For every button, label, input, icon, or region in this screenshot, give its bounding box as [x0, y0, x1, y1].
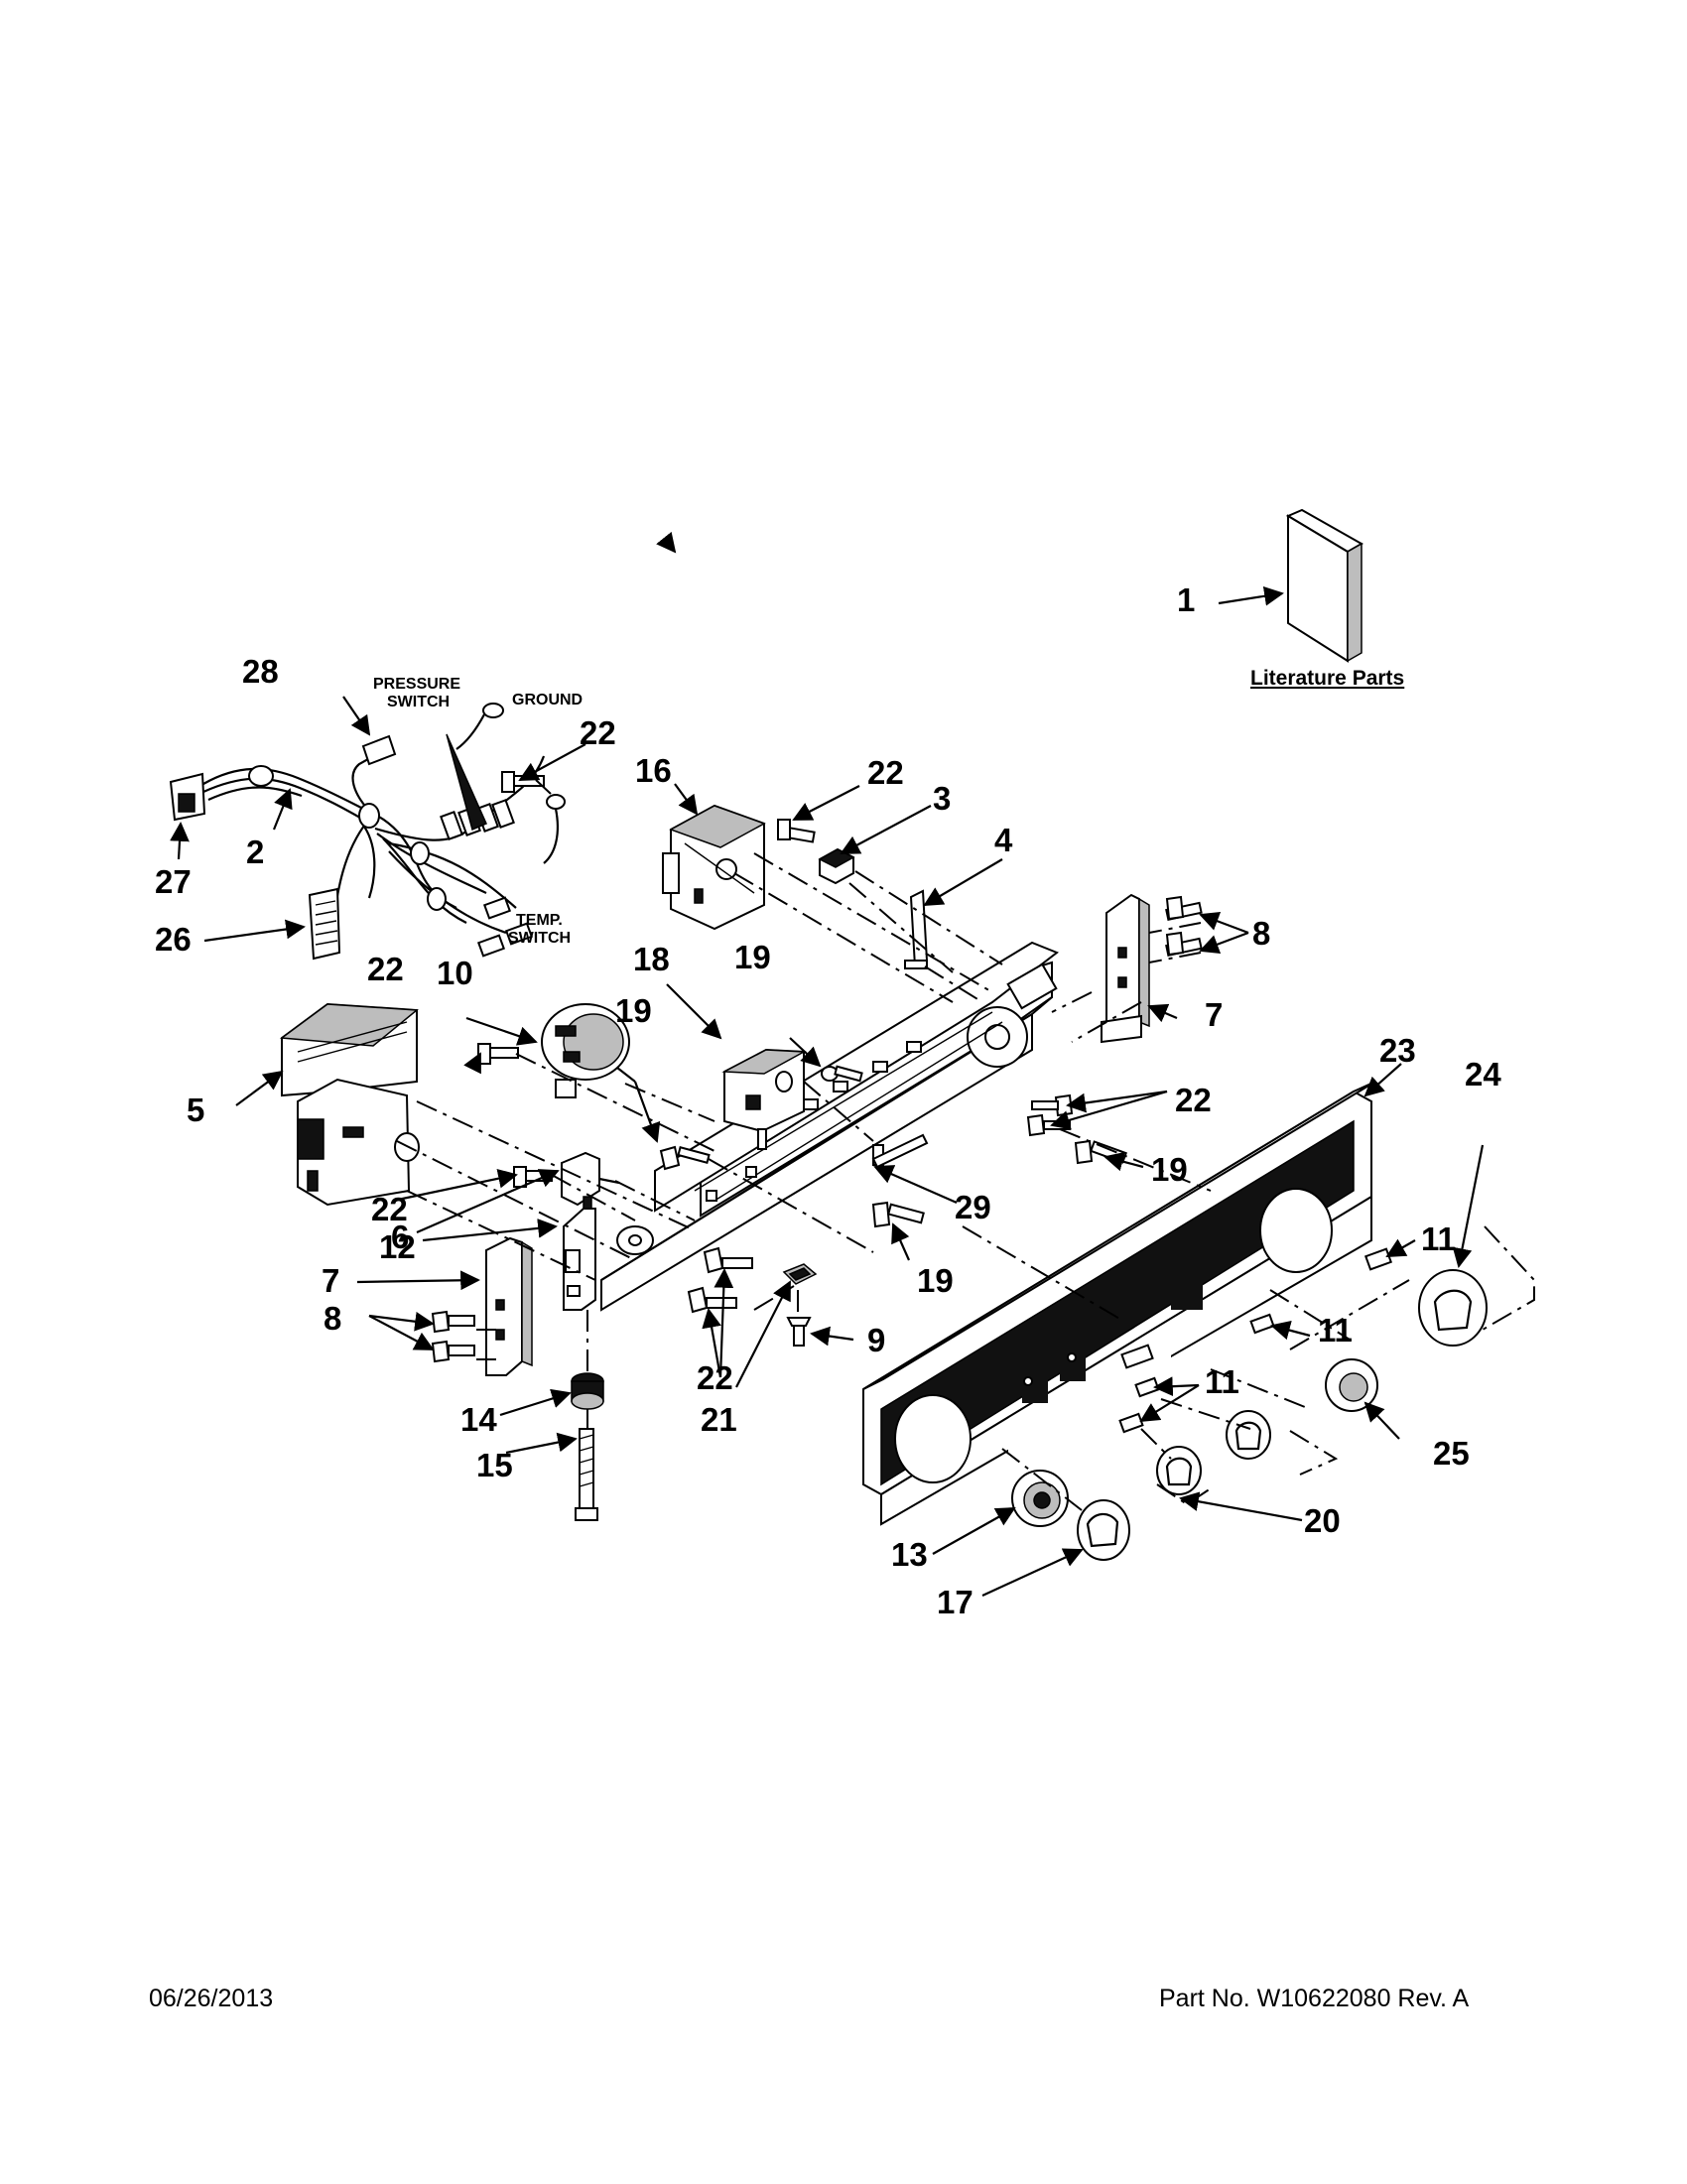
temperature-switch — [541, 1003, 636, 1098]
callout-28: 28 — [242, 653, 279, 690]
clip-3 — [818, 847, 855, 885]
callout-18: 18 — [633, 941, 670, 977]
callout-11: 11 — [1318, 1312, 1353, 1349]
callout-20: 20 — [1304, 1502, 1341, 1539]
timer — [662, 804, 766, 931]
right-bracket — [1101, 893, 1203, 1044]
callout-16: 16 — [635, 752, 672, 789]
screw-icon — [871, 1201, 925, 1228]
bracket-4 — [904, 889, 929, 969]
callout-14: 14 — [460, 1401, 497, 1438]
callout-22: 22 — [371, 1191, 408, 1227]
callout-21: 21 — [701, 1401, 737, 1438]
callout-1: 1 — [1177, 581, 1195, 618]
knob-25 — [1325, 1358, 1378, 1412]
spring-icon — [1249, 1313, 1275, 1335]
screw-icon — [703, 1246, 753, 1274]
screw-icon — [786, 1317, 812, 1347]
screw-icon — [777, 819, 816, 843]
switch-18 — [721, 1048, 807, 1150]
callout-17: 17 — [937, 1584, 973, 1620]
callout-10: 10 — [437, 955, 473, 991]
callout-11: 11 — [1205, 1363, 1239, 1400]
screw-icon — [1031, 1093, 1074, 1117]
callout-26: 26 — [155, 921, 192, 958]
callout-7: 7 — [322, 1262, 339, 1299]
callout-25: 25 — [1433, 1435, 1470, 1472]
callout-22: 22 — [867, 754, 904, 791]
spring-icon — [1363, 1247, 1393, 1271]
callout-15: 15 — [476, 1447, 513, 1483]
screw-icon — [431, 1310, 475, 1334]
callout-19: 19 — [615, 992, 652, 1029]
left-bracket — [431, 1236, 533, 1376]
callout-19: 19 — [1151, 1151, 1188, 1188]
knob-20 — [1226, 1410, 1271, 1460]
knob-13 — [1011, 1470, 1069, 1527]
temp-switch-label: SWITCH — [508, 930, 571, 947]
footer-part-number: Part No. W10622080 Rev. A — [1159, 1985, 1470, 2012]
clip-21 — [782, 1263, 818, 1285]
callout-3: 3 — [933, 780, 951, 817]
callout-8: 8 — [324, 1300, 341, 1337]
literature-parts-label: Literature Parts — [1250, 667, 1404, 690]
pressure-switch-label: SWITCH — [387, 694, 450, 710]
wire-harness — [169, 703, 566, 961]
callout-numbers: 1 28 22 16 22 3 4 2 27 26 8 22 18 10 19 … — [155, 581, 1501, 1620]
screw-icon — [431, 1340, 475, 1363]
callout-22: 22 — [1175, 1082, 1212, 1118]
callout-19: 19 — [917, 1262, 954, 1299]
screw-icon — [687, 1286, 737, 1314]
switch-12 — [561, 1151, 620, 1210]
callout-23: 23 — [1379, 1032, 1416, 1069]
screw-icon — [1026, 1113, 1071, 1137]
callout-13: 13 — [891, 1536, 928, 1573]
callout-9: 9 — [867, 1322, 885, 1358]
leveler-bolt — [575, 1428, 598, 1521]
callout-11: 11 — [1421, 1220, 1456, 1257]
leader-arrows — [170, 531, 1485, 1597]
callout-8: 8 — [1252, 915, 1270, 952]
screw-icon — [1165, 931, 1203, 957]
footer-date: 06/26/2013 — [149, 1985, 274, 2012]
temp-switch-label: TEMP. — [516, 912, 563, 929]
knob-20 — [1156, 1446, 1202, 1495]
screw-icon — [821, 1065, 863, 1083]
knob-17 — [1077, 1499, 1130, 1561]
callout-24: 24 — [1465, 1056, 1501, 1092]
callout-2: 2 — [246, 834, 264, 870]
electronic-control — [279, 1002, 420, 1207]
pressure-switch-label: PRESSURE — [373, 676, 460, 693]
callout-22: 22 — [580, 714, 616, 751]
callout-22: 22 — [697, 1359, 733, 1396]
rod-29 — [871, 1133, 929, 1169]
callout-22: 22 — [367, 951, 404, 987]
screw-icon — [477, 1043, 519, 1065]
assembly-dash-lines — [396, 779, 1535, 1511]
callout-12: 12 — [379, 1228, 416, 1265]
callout-29: 29 — [955, 1189, 991, 1225]
callout-6: 6 — [391, 1219, 409, 1255]
callout-4: 4 — [994, 822, 1013, 858]
console-panel — [862, 1081, 1376, 1526]
screw-icon — [1165, 895, 1203, 921]
callout-19: 19 — [734, 939, 771, 975]
screw-icon — [659, 1145, 711, 1171]
callout-5: 5 — [187, 1092, 204, 1128]
leveler-foot — [571, 1372, 604, 1410]
literature-parts: Literature Parts — [1218, 508, 1404, 690]
callout-7: 7 — [1205, 996, 1223, 1033]
knob-24 — [1418, 1269, 1488, 1347]
ground-label: GROUND — [512, 692, 583, 708]
callout-27: 27 — [155, 863, 192, 900]
